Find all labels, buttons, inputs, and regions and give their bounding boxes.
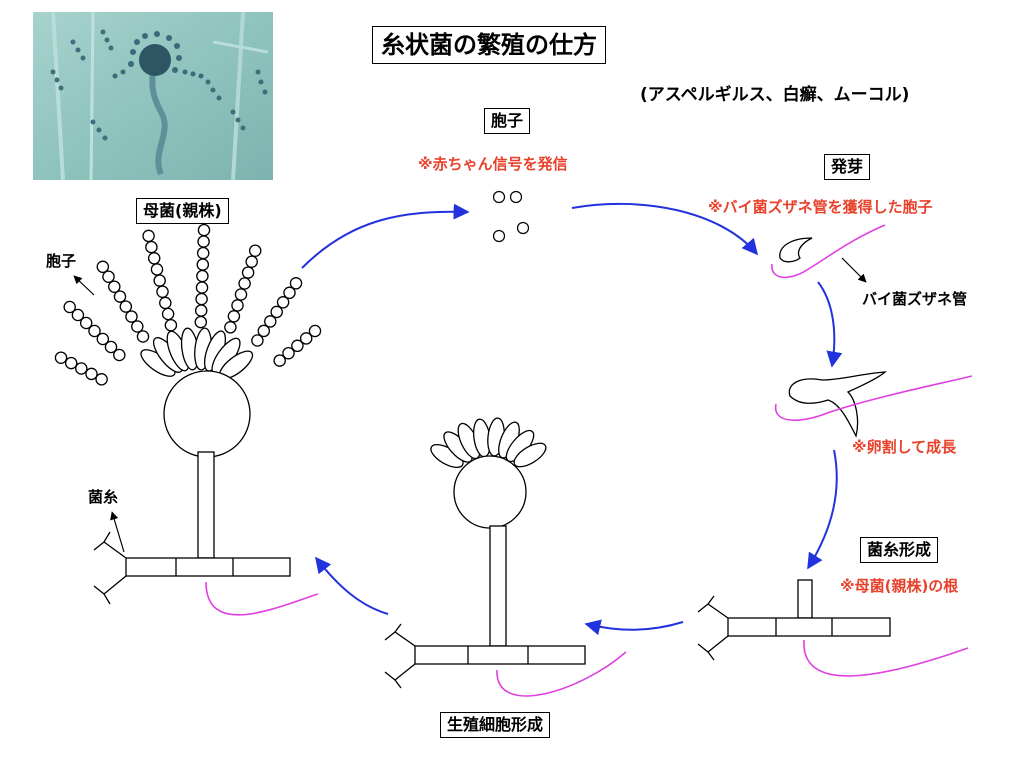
reproductive-root-tube (496, 651, 627, 697)
spore-chain-bead (64, 356, 78, 370)
note-hyphae: ※母菌(親株)の根 (840, 577, 959, 595)
spore-chain-bead (85, 367, 98, 381)
zuzane-tube-label: バイ菌ズザネ管 (862, 290, 968, 308)
spore-chain-bead (196, 269, 209, 283)
spore-chain-bead (194, 304, 208, 317)
spore-chain-bead (113, 290, 127, 303)
micrograph-svg (33, 12, 273, 180)
spore-chain-bead (234, 288, 248, 301)
spore-chain-bead (195, 292, 208, 306)
spore-chain-bead (150, 263, 164, 276)
spore-chain-bead (71, 308, 85, 322)
spore-chain-bead (276, 296, 290, 309)
spore-chain-bead (147, 252, 161, 265)
spore-chain-bead (136, 330, 150, 343)
spore-chain-bead (96, 260, 110, 274)
spore-chain-bead (131, 320, 144, 333)
spore-chain-bead (197, 235, 210, 248)
hyphae-formation (697, 579, 891, 661)
note-germination: ※バイ菌ズザネ管を獲得した胞子 (708, 198, 933, 216)
spore-chain-bead (75, 362, 88, 375)
spore-chain-bead (161, 307, 175, 321)
spore-chain-bead (241, 266, 255, 279)
spore-chain-bead (282, 346, 295, 360)
spore-pointer-arrow (73, 275, 95, 296)
arrow-mother-to-spore (301, 203, 470, 269)
spore-chain-bead (95, 373, 108, 386)
spore-chain-bead (196, 258, 210, 271)
spore-chain-bead (79, 316, 93, 330)
hypha-pointer-label: 菌糸 (88, 488, 119, 506)
spore-chain-bead (102, 270, 115, 283)
free-spores (492, 190, 530, 243)
cycle-arrows (301, 202, 843, 636)
arrow-reproductive-to-mother (315, 556, 389, 615)
spore-chain-bead (119, 300, 133, 313)
reproductive-fungus (384, 417, 586, 689)
stage-label-hyphae-formation: 菌糸形成 (860, 537, 939, 563)
stage-label-mother: 母菌(親株) (136, 198, 229, 224)
note-division: ※卵割して成長 (852, 438, 957, 456)
spore-chain-bead (96, 332, 110, 346)
spore-chain-bead (153, 274, 166, 287)
spore-chain-bead (125, 310, 138, 323)
spore-chain-bead (142, 229, 155, 243)
spore-chain-bead (88, 324, 101, 338)
stage-label-germination: 発芽 (824, 154, 871, 180)
germinating-spore (771, 224, 886, 283)
spore-chain-bead (54, 351, 68, 364)
stage-label-spore: 胞子 (484, 108, 531, 134)
spore-chain-bead (227, 310, 241, 323)
spore-chain-bead (196, 246, 210, 260)
spore-chain-bead (273, 354, 286, 367)
spore-chain-bead (248, 244, 262, 257)
subtitle: (アスペルギルス、白癬、ムーコル) (640, 85, 910, 105)
mother-fungus (54, 223, 322, 605)
dividing-spore (775, 371, 973, 438)
spore-chain-bead (289, 277, 303, 290)
fungus-micrograph (33, 12, 273, 180)
spore-chain-bead (159, 296, 172, 310)
spore-chain-bead (145, 240, 158, 254)
spore-chain-bead (283, 286, 296, 300)
spore-chain-bead (113, 348, 126, 362)
hyphae-root-tube (803, 639, 969, 677)
mother-spore-chains (54, 223, 322, 386)
spore-chain-bead (245, 255, 258, 268)
spore-chain-bead (257, 324, 271, 338)
page-title: 糸状菌の繁殖の仕方 (372, 26, 606, 64)
arrow-spore-to-germination (571, 202, 759, 256)
spore-chain-bead (291, 339, 304, 353)
spore-chain-bead (308, 324, 322, 338)
arrow-hyphae-to-reproductive (584, 619, 684, 636)
spore-chain-bead (264, 315, 277, 328)
spore-chain-bead (238, 277, 251, 290)
spore-chain-bead (104, 340, 118, 354)
spore-chain-bead (197, 223, 211, 237)
spore-pointer-label: 胞子 (46, 252, 77, 270)
arrow-germination-to-division (817, 281, 843, 368)
spore-chain-bead (251, 334, 264, 347)
spore-chain-bead (164, 318, 178, 332)
spore-chain-bead (299, 332, 313, 345)
spore-chain-bead (108, 280, 121, 293)
spore-chain-bead (231, 299, 244, 312)
note-spore: ※赤ちゃん信号を発信 (418, 155, 568, 173)
spore-chain-bead (194, 315, 208, 329)
spore-chain-bead (195, 281, 209, 294)
hypha-pointer-arrow (110, 511, 125, 553)
spore-chain-bead (156, 285, 169, 298)
mother-root-tube (205, 581, 319, 616)
spore-chain-bead (270, 305, 283, 319)
stage-label-reproductive-cell-formation: 生殖細胞形成 (440, 712, 551, 738)
spore-chain-bead (63, 300, 76, 314)
spore-chain-bead (224, 321, 237, 334)
arrow-division-to-hyphae (807, 449, 838, 570)
